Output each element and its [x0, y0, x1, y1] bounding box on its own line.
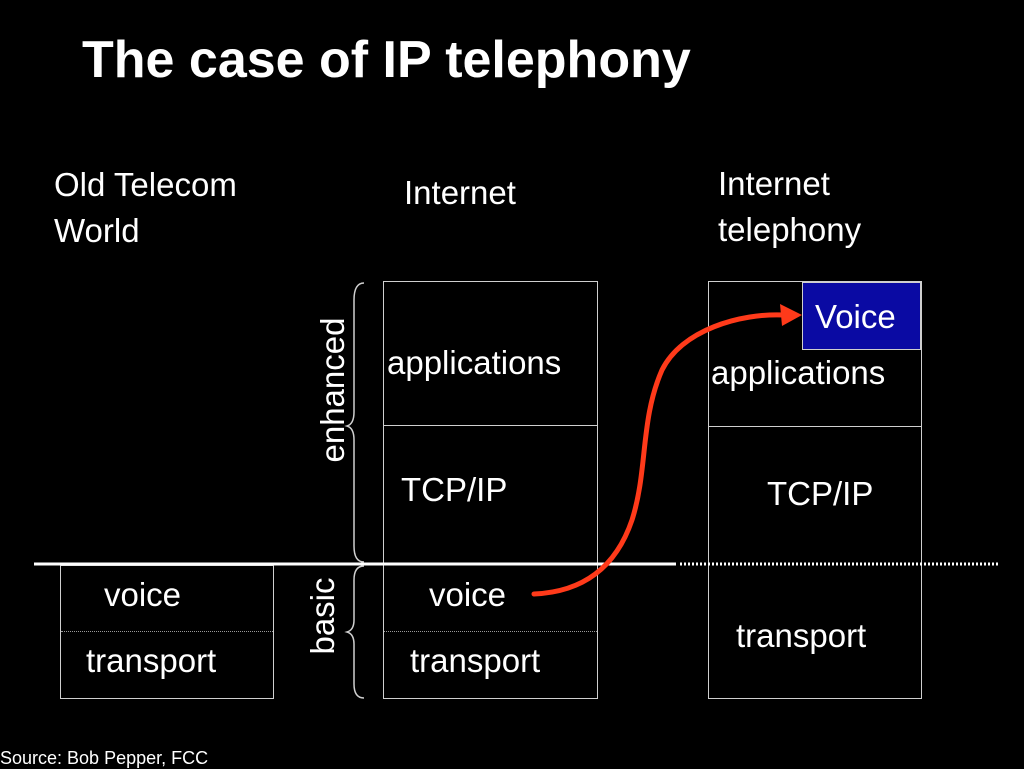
voice-highlight-label: Voice	[815, 298, 896, 335]
internet-telephony-transport-layer: transport	[736, 617, 867, 654]
old-telecom-divider	[61, 631, 273, 632]
old-telecom-heading: Old Telecom World	[54, 162, 237, 254]
old-telecom-heading-line1: Old Telecom	[54, 166, 237, 203]
old-telecom-voice-layer: voice	[104, 576, 182, 613]
old-telecom-heading-line2: World	[54, 212, 140, 249]
internet-telephony-tcpip-layer: TCP/IP	[767, 475, 874, 512]
voice-migration-arrowhead	[780, 304, 802, 326]
enhanced-brace	[344, 282, 365, 563]
internet-transport-layer: transport	[410, 642, 541, 679]
internet-applications-layer: applications	[387, 344, 562, 381]
internet-divider-bottom	[384, 631, 597, 632]
internet-heading: Internet	[404, 174, 516, 211]
slide-title: The case of IP telephony	[82, 31, 691, 89]
internet-telephony-divider	[709, 426, 921, 427]
internet-telephony-heading: Internet telephony	[718, 161, 861, 253]
internet-telephony-stack	[708, 281, 922, 699]
basic-brace	[344, 565, 365, 699]
internet-stack	[383, 281, 598, 699]
source-note: Source: Bob Pepper, FCC	[0, 748, 209, 768]
internet-divider-top	[384, 425, 597, 426]
internet-tcpip-layer: TCP/IP	[401, 471, 508, 508]
old-telecom-transport-layer: transport	[86, 642, 217, 679]
voice-migration-arrow	[531, 312, 787, 597]
internet-voice-layer: voice	[429, 576, 507, 613]
internet-telephony-heading-line2: telephony	[718, 211, 862, 248]
internet-telephony-heading-line1: Internet	[718, 165, 830, 202]
internet-telephony-applications-layer: applications	[711, 354, 886, 391]
voice-highlight-cell	[802, 282, 921, 350]
